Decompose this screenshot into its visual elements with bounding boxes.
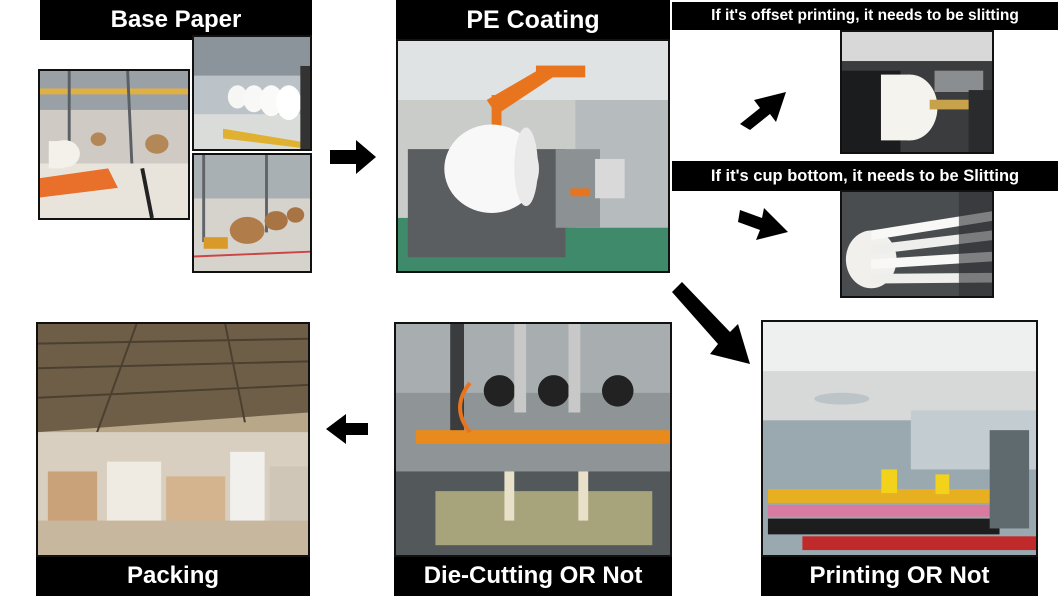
kraft-paper-rolls-photo	[192, 153, 312, 273]
factory-warehouse-rolls-photo	[38, 69, 190, 220]
arrow-down-right-icon	[736, 202, 788, 242]
base-paper-label: Base Paper	[40, 0, 312, 40]
cup-bottom-slitting-strips-photo	[840, 190, 994, 298]
arrow-diagonal-down-right-icon	[670, 280, 752, 366]
die-cutting-label: Die-Cutting OR Not	[394, 556, 672, 596]
pe-coating-label: PE Coating	[396, 0, 670, 40]
offset-slitting-note: If it's offset printing, it needs to be …	[672, 2, 1058, 30]
cup-bottom-slitting-note: If it's cup bottom, it needs to be Slitt…	[672, 161, 1058, 191]
pe-coating-machine-photo	[396, 39, 670, 273]
white-paper-rolls-row-photo	[192, 35, 312, 151]
packing-label: Packing	[36, 556, 310, 596]
arrow-left-icon	[326, 414, 368, 444]
offset-slitting-machine-photo	[840, 30, 994, 154]
die-cutting-machine-photo	[394, 322, 672, 557]
printing-label: Printing OR Not	[761, 556, 1038, 596]
arrow-right-icon	[330, 140, 376, 174]
arrow-up-right-icon	[736, 88, 786, 132]
printing-machine-photo	[761, 320, 1038, 557]
packing-warehouse-photo	[36, 322, 310, 557]
